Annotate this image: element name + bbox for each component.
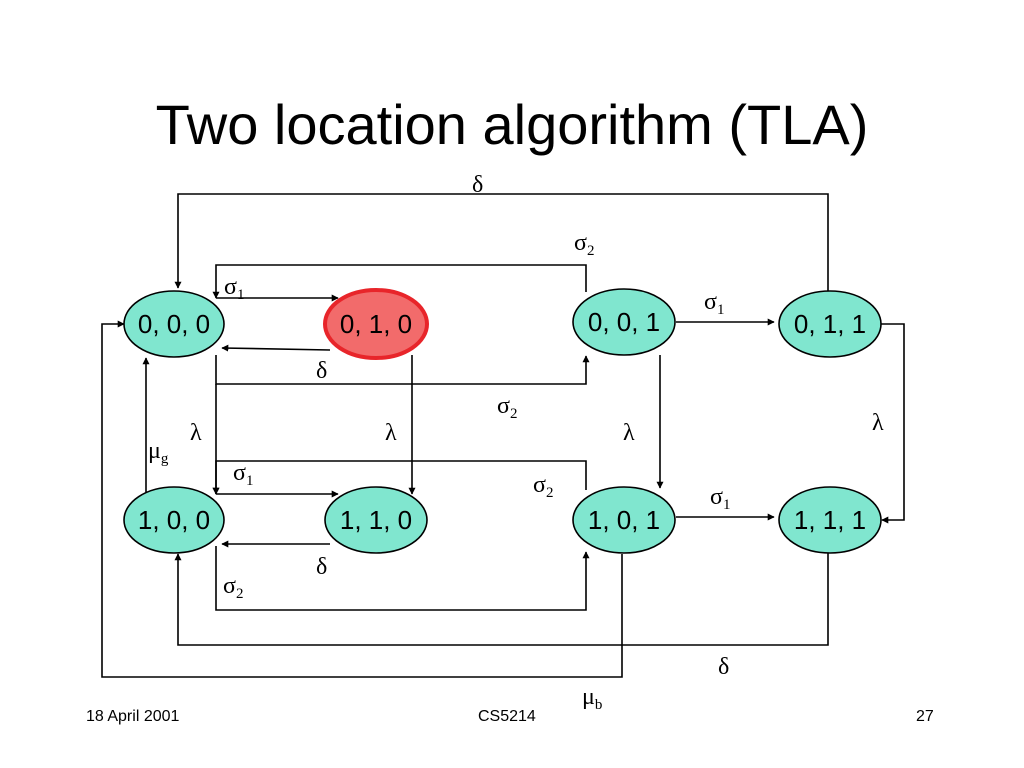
node-label: 1, 0, 0: [138, 505, 210, 535]
label-delta-top: δ: [472, 172, 483, 198]
edge-sigma2-top: [212, 264, 587, 299]
node-010: 0, 1, 0: [323, 288, 429, 360]
edge-sigma2-bottom: [215, 546, 590, 611]
edge-delta-top: [174, 193, 829, 298]
label-delta-b: δ: [316, 554, 327, 580]
label-mu-b: μb: [582, 684, 602, 713]
edge-mu-b: [101, 320, 623, 678]
edge-sigma2-low: [212, 460, 587, 495]
edge-delta-a: [221, 344, 331, 352]
edge-lambda-d: [880, 323, 905, 524]
label-delta-a: δ: [316, 358, 327, 384]
edge-delta-bottom: [174, 552, 829, 646]
label-mu-g: μg: [148, 438, 169, 467]
label-delta-bottom: δ: [718, 654, 729, 680]
node-label: 0, 0, 1: [588, 307, 660, 337]
label-lambda-d: λ: [872, 410, 884, 436]
node-label: 1, 0, 1: [588, 505, 660, 535]
footer-date: 18 April 2001: [86, 708, 180, 725]
label-lambda-c: λ: [623, 420, 635, 446]
label-lambda-b: λ: [385, 420, 397, 446]
label-lambda-a: λ: [190, 420, 202, 446]
edges: [101, 193, 905, 678]
node-001: 0, 0, 1: [572, 288, 676, 356]
node-100: 1, 0, 0: [123, 486, 225, 554]
edge-labels: δ σ2 σ1 σ1 δ σ2 λ λ λ λ μg σ1 σ2 σ1 δ σ2…: [148, 172, 884, 713]
footer-course: CS5214: [478, 708, 536, 725]
node-label: 0, 0, 0: [138, 309, 210, 339]
node-110: 1, 1, 0: [324, 486, 428, 554]
label-sigma2-mid: σ2: [497, 393, 517, 422]
node-000: 0, 0, 0: [123, 290, 225, 358]
edge-sigma2-mid: [215, 355, 590, 385]
label-sigma2-top: σ2: [574, 230, 594, 259]
node-label: 1, 1, 1: [794, 505, 866, 535]
label-sigma1-a: σ1: [224, 274, 244, 303]
footer-page-number: 27: [916, 708, 934, 725]
node-111: 1, 1, 1: [778, 486, 882, 554]
node-label: 0, 1, 1: [794, 309, 866, 339]
label-sigma2-bottom: σ2: [223, 573, 243, 602]
node-011: 0, 1, 1: [778, 290, 882, 358]
node-label: 0, 1, 0: [340, 309, 412, 339]
label-sigma1-d: σ1: [710, 484, 730, 513]
label-sigma2-low: σ2: [533, 472, 553, 501]
label-sigma1-b: σ1: [704, 289, 724, 318]
slide-title: Two location algorithm (TLA): [155, 93, 869, 156]
label-sigma1-c: σ1: [233, 460, 253, 489]
node-101: 1, 0, 1: [572, 486, 676, 554]
nodes: 0, 0, 0 0, 1, 0 0, 0, 1 0, 1, 1 1, 0, 0 …: [123, 288, 882, 554]
node-label: 1, 1, 0: [340, 505, 412, 535]
